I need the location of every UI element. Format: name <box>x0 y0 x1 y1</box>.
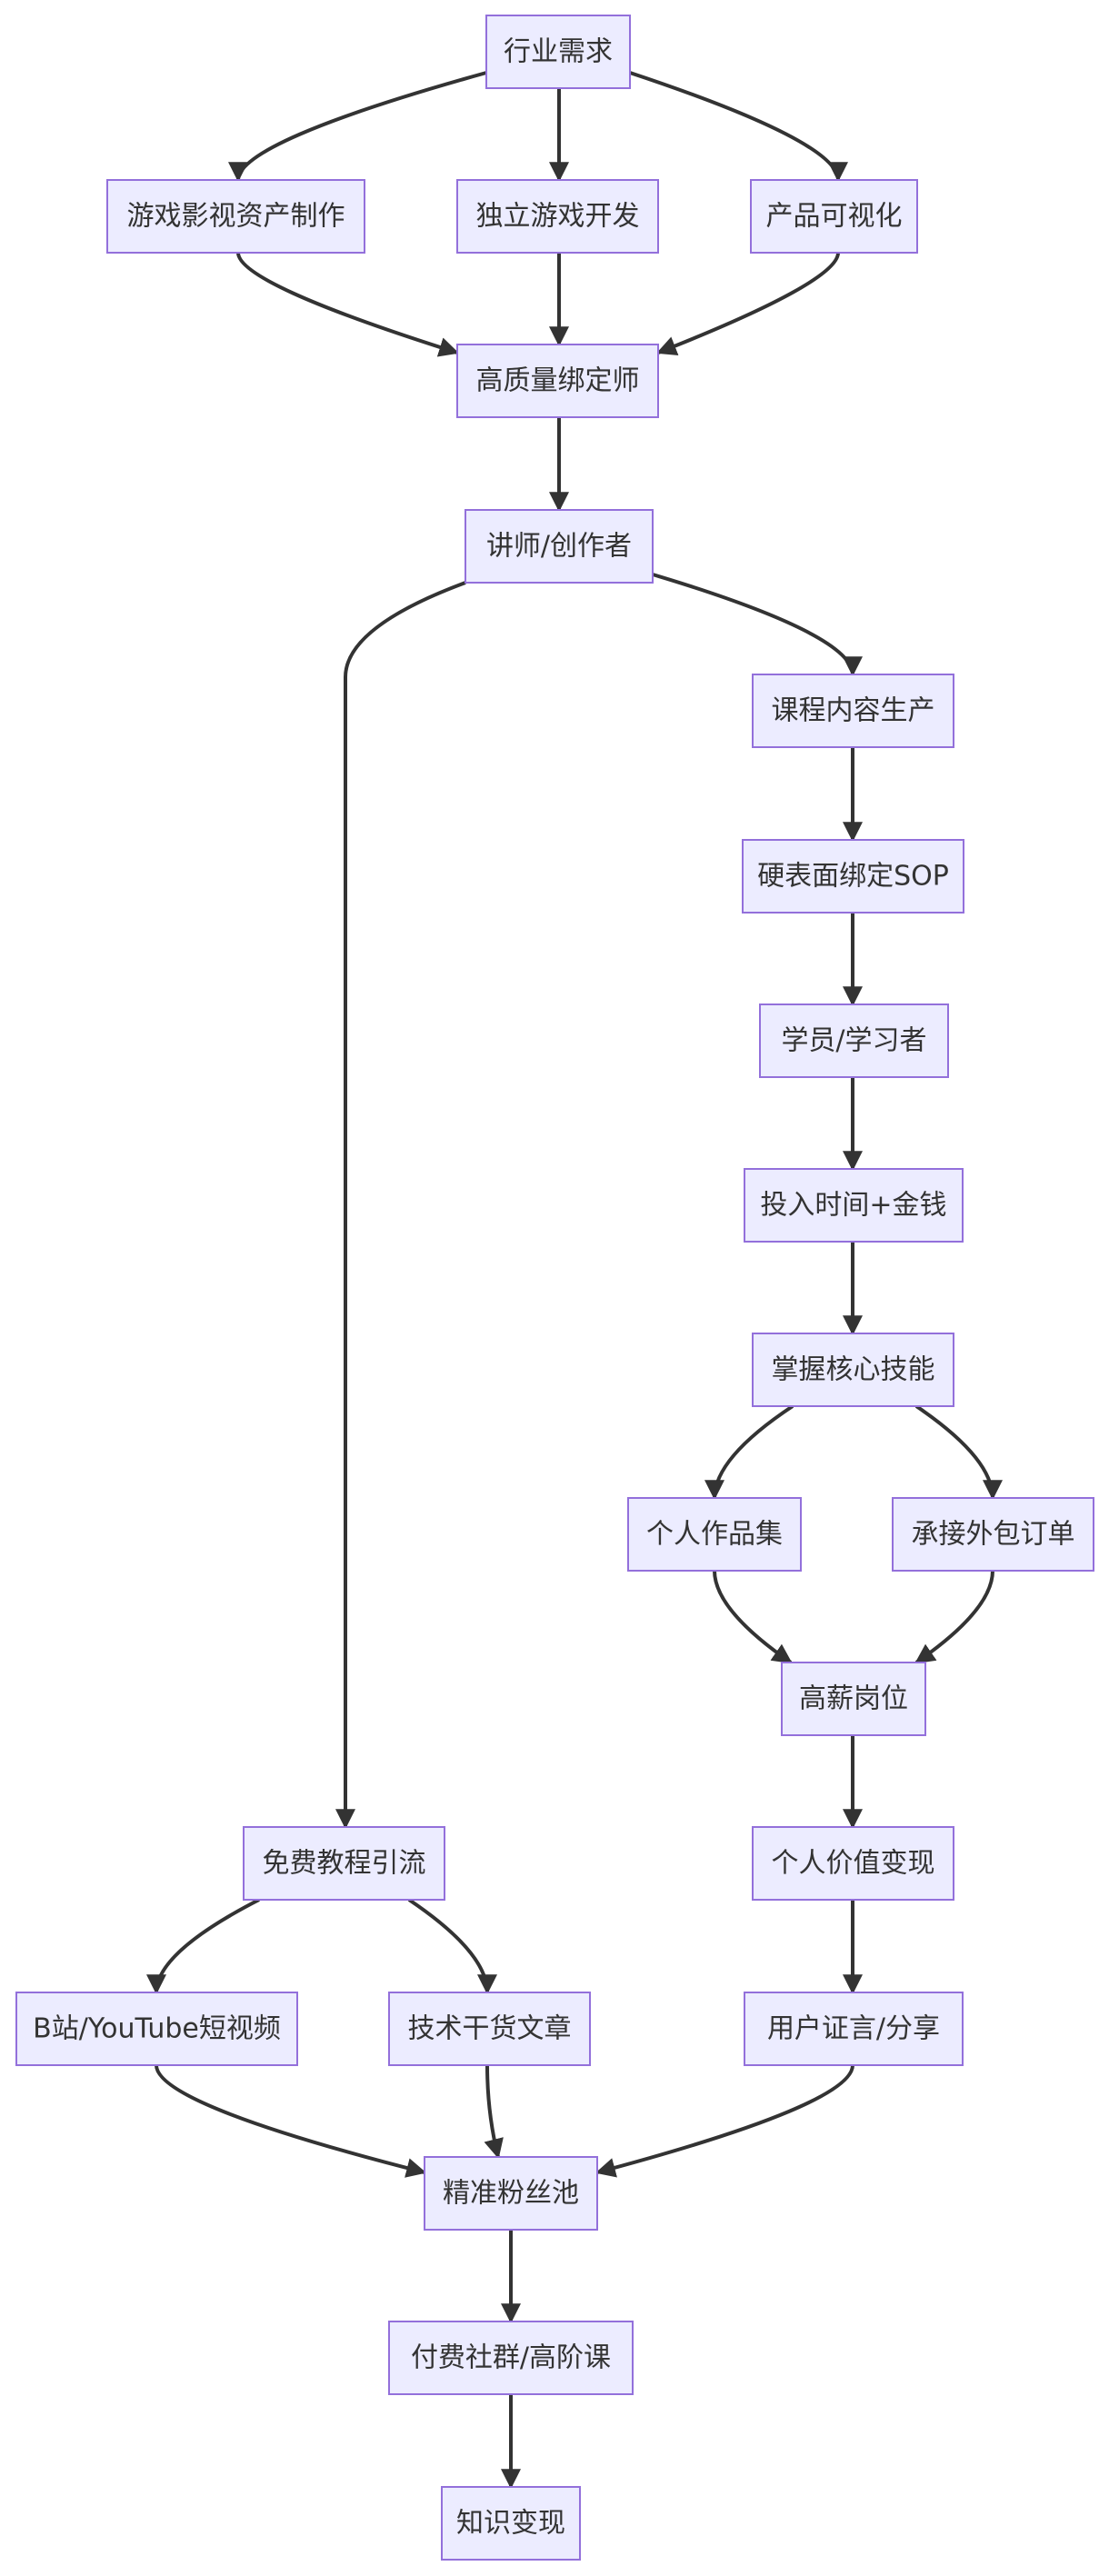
node-box <box>441 2486 581 2561</box>
node-student: 学员/学习者 <box>759 1003 949 1078</box>
node-free-tutorial: 免费教程引流 <box>243 1826 445 1901</box>
edge-skill-to-outsource <box>914 1404 1003 1501</box>
node-box <box>744 1992 964 2066</box>
edges-layer <box>146 71 1003 2490</box>
node-course: 课程内容生产 <box>752 674 954 748</box>
node-high-salary: 高薪岗位 <box>781 1662 926 1736</box>
node-box <box>744 1168 964 1243</box>
node-box <box>388 1992 591 2066</box>
node-indie-game: 独立游戏开发 <box>456 179 659 254</box>
node-outsource: 承接外包订单 <box>892 1497 1094 1572</box>
edge-instructor-to-course <box>652 573 863 677</box>
node-game-film: 游戏影视资产制作 <box>106 179 365 254</box>
node-box <box>106 179 365 254</box>
node-knowledge: 知识变现 <box>441 2486 581 2561</box>
node-label: 掌握核心技能 <box>772 1354 935 1386</box>
node-binder: 高质量绑定师 <box>456 344 659 418</box>
node-box <box>465 509 654 584</box>
node-box <box>752 1826 954 1901</box>
node-box <box>742 839 964 914</box>
node-box <box>424 2156 598 2231</box>
node-label: B站/YouTube短视频 <box>33 2013 281 2045</box>
node-label: 付费社群/高阶课 <box>411 2342 611 2374</box>
edge-industry-to-product-viz <box>629 71 848 183</box>
node-label: 投入时间+金钱 <box>760 1190 946 1222</box>
node-instructor: 讲师/创作者 <box>465 509 654 584</box>
node-skill: 掌握核心技能 <box>752 1333 954 1407</box>
edge-skill-to-portfolio <box>704 1404 794 1501</box>
edge-testimonial-to-fans <box>594 2064 854 2178</box>
node-video: B站/YouTube短视频 <box>15 1992 298 2066</box>
edge-video-to-fans <box>155 2064 427 2178</box>
edge-outsource-to-high-salary <box>914 1570 994 1664</box>
node-fans: 精准粉丝池 <box>424 2156 598 2231</box>
node-box <box>627 1497 802 1572</box>
edge-free-tutorial-to-article <box>407 1898 497 1995</box>
node-label: 技术干货文章 <box>408 2013 572 2045</box>
node-label: 高薪岗位 <box>799 1683 908 1715</box>
edge-instructor-to-free-tutorial <box>335 581 466 1830</box>
node-sop: 硬表面绑定SOP <box>742 839 964 914</box>
node-box <box>752 1333 954 1407</box>
node-label: 讲师/创作者 <box>486 531 632 563</box>
node-label: 高质量绑定师 <box>476 365 640 397</box>
edge-portfolio-to-high-salary <box>713 1570 793 1664</box>
node-label: 用户证言/分享 <box>767 2013 940 2045</box>
node-invest: 投入时间+金钱 <box>744 1168 964 1243</box>
node-box <box>15 1992 298 2066</box>
node-label: 硬表面绑定SOP <box>757 861 949 893</box>
node-label: 免费教程引流 <box>263 1848 426 1880</box>
node-article: 技术干货文章 <box>388 1992 591 2066</box>
edge-free-tutorial-to-video <box>146 1898 260 1995</box>
node-box <box>759 1003 949 1078</box>
node-product-viz: 产品可视化 <box>750 179 918 254</box>
edge-game-film-to-binder <box>236 252 460 357</box>
edge-article-to-fans <box>484 2064 504 2160</box>
node-box <box>388 2321 634 2395</box>
node-paid: 付费社群/高阶课 <box>388 2321 634 2395</box>
node-label: 知识变现 <box>456 2508 565 2540</box>
node-label: 独立游戏开发 <box>476 201 640 233</box>
node-box <box>752 674 954 748</box>
edge-product-viz-to-binder <box>655 252 840 355</box>
node-label: 课程内容生产 <box>772 695 935 727</box>
node-label: 个人价值变现 <box>772 1848 935 1880</box>
node-box <box>243 1826 445 1901</box>
edge-industry-to-game-film <box>228 71 487 183</box>
node-box <box>781 1662 926 1736</box>
node-label: 个人作品集 <box>646 1519 783 1551</box>
node-label: 游戏影视资产制作 <box>127 201 345 233</box>
node-personal-value: 个人价值变现 <box>752 1826 954 1901</box>
node-industry: 行业需求 <box>485 15 631 89</box>
node-box <box>456 344 659 418</box>
node-label: 学员/学习者 <box>781 1025 926 1057</box>
node-label: 精准粉丝池 <box>443 2178 579 2210</box>
node-box <box>456 179 659 254</box>
node-label: 产品可视化 <box>766 201 903 233</box>
node-portfolio: 个人作品集 <box>627 1497 802 1572</box>
node-testimonial: 用户证言/分享 <box>744 1992 964 2066</box>
node-box <box>892 1497 1094 1572</box>
node-label: 承接外包订单 <box>912 1519 1075 1551</box>
node-box <box>750 179 918 254</box>
node-label: 行业需求 <box>504 36 613 68</box>
node-box <box>485 15 631 89</box>
